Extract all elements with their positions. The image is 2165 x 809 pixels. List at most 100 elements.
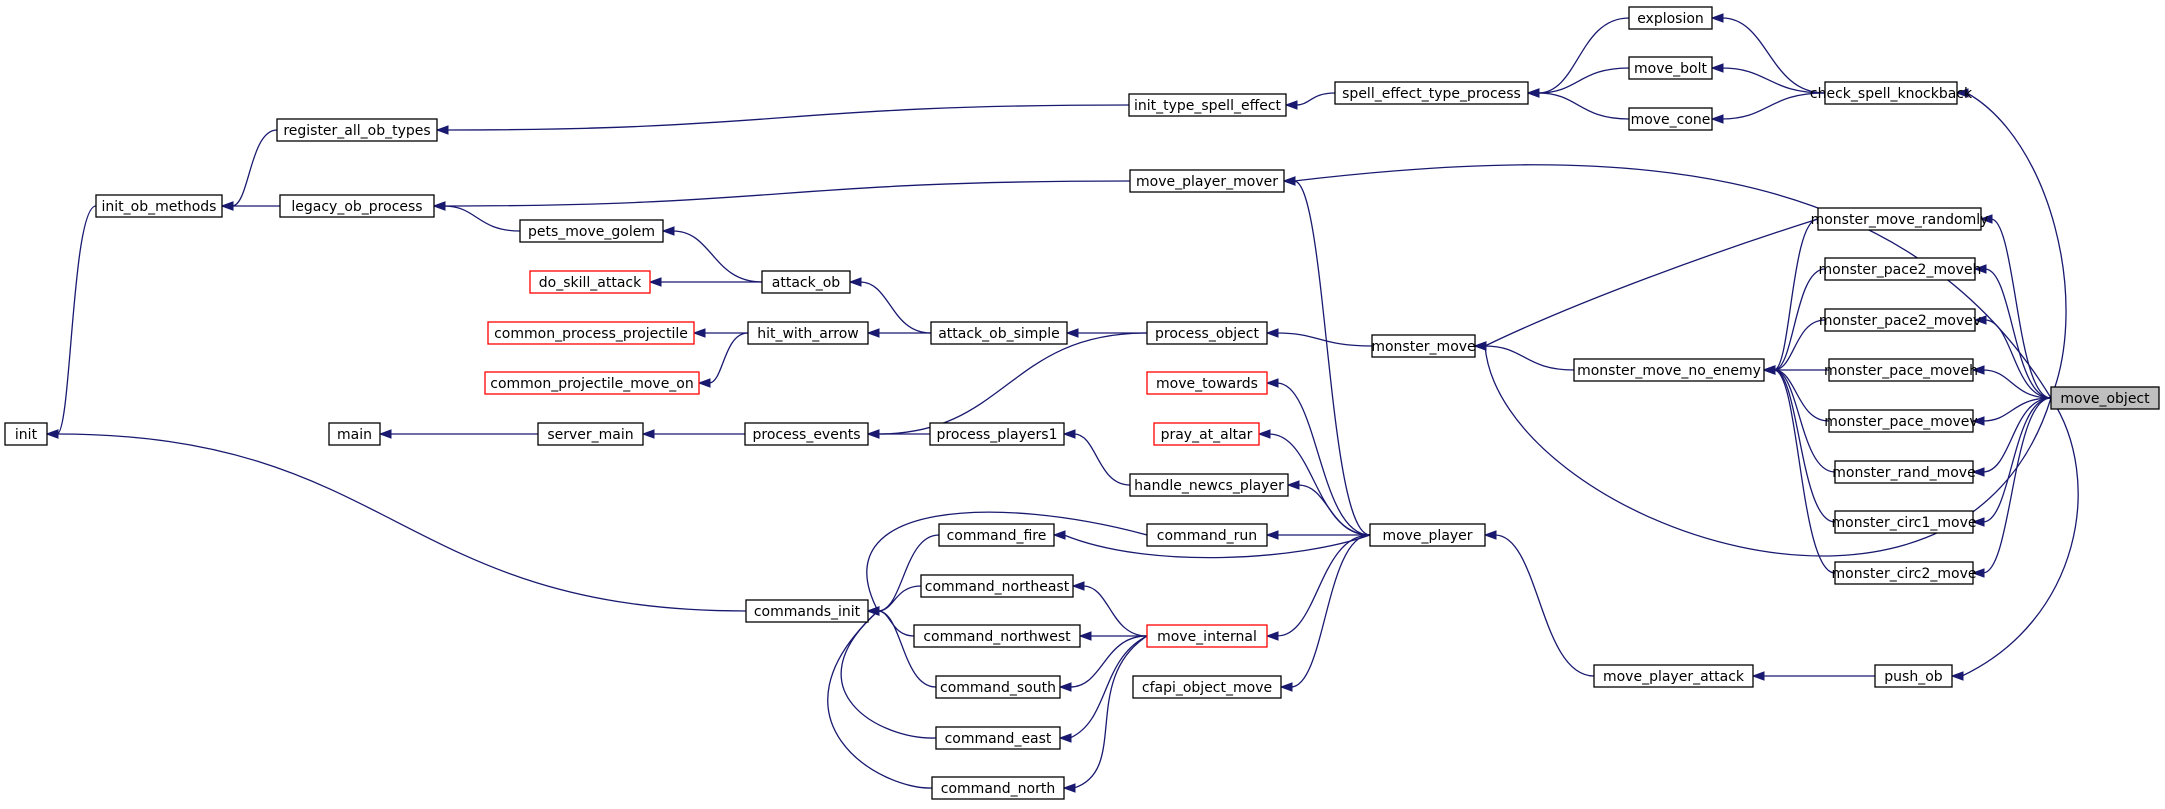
edge-arrowhead xyxy=(1971,365,1985,375)
node-label: init_ob_methods xyxy=(102,199,217,215)
node-server-main[interactable]: server_main xyxy=(537,422,644,446)
node-monster-move-no-enemy[interactable]: monster_move_no_enemy xyxy=(1573,358,1765,382)
node-box xyxy=(1128,93,1287,117)
node-move-object[interactable]: move_object xyxy=(2050,386,2160,410)
edge-line xyxy=(1773,369,1836,574)
edge-line xyxy=(1721,17,1826,94)
edge-arrowhead xyxy=(1265,530,1279,540)
node-commands-init[interactable]: commands_init xyxy=(745,599,869,623)
edge-line xyxy=(1293,164,2052,399)
node-init-ob-methods[interactable]: init_ob_methods xyxy=(95,194,223,218)
node-monster-pace-moveh[interactable]: monster_pace_moveh xyxy=(1824,358,1978,382)
node-main[interactable]: main xyxy=(328,422,381,446)
node-monster-circ2-move[interactable]: monster_circ2_move xyxy=(1832,561,1977,585)
node-label: move_internal xyxy=(1157,629,1257,645)
edge-move-cone-to-check-spell-knockback xyxy=(1710,92,1826,124)
edge-move-towards-to-move-player xyxy=(1265,378,1371,536)
edge-line xyxy=(1773,268,1826,371)
node-command-north[interactable]: command_north xyxy=(931,776,1065,800)
node-pray-at-altar[interactable]: pray_at_altar xyxy=(1153,422,1260,446)
node-command-south[interactable]: command_south xyxy=(935,675,1061,699)
node-monster-pace-movev[interactable]: monster_pace_movev xyxy=(1824,409,1978,433)
node-monster-move-randomly[interactable]: monster_move_randomly xyxy=(1811,207,1989,231)
node-attack-ob-simple[interactable]: attack_ob_simple xyxy=(930,321,1068,345)
node-command-east[interactable]: command_east xyxy=(935,726,1061,750)
edge-pets-move-golem-to-attack-ob xyxy=(661,226,763,283)
edge-line xyxy=(1982,397,2052,473)
node-command-northeast[interactable]: command_northeast xyxy=(920,574,1074,598)
node-do-skill-attack[interactable]: do_skill_attack xyxy=(529,270,651,294)
node-box xyxy=(1146,624,1268,648)
node-monster-pace2-moveh[interactable]: monster_pace2_moveh xyxy=(1819,257,1982,281)
node-check-spell-knockback[interactable]: check_spell_knockback xyxy=(1810,81,1973,105)
edge-server-main-to-process-events xyxy=(641,429,745,439)
node-label: attack_ob_simple xyxy=(938,326,1060,342)
node-box xyxy=(279,194,435,218)
node-monster-rand-move[interactable]: monster_rand_move xyxy=(1832,460,1976,484)
node-process-players1[interactable]: process_players1 xyxy=(929,422,1065,446)
node-legacy-ob-process[interactable]: legacy_ob_process xyxy=(279,194,435,218)
node-move-player[interactable]: move_player xyxy=(1369,523,1486,547)
edge-arrowhead xyxy=(1971,568,1985,578)
edge-arrowhead xyxy=(1971,416,1985,426)
node-box xyxy=(484,371,700,395)
edge-arrowhead xyxy=(432,201,446,211)
edge-main-to-server-main xyxy=(378,429,538,439)
edge-arrowhead xyxy=(1751,671,1765,681)
edge-move-player-mover-to-move-player xyxy=(1282,176,1371,536)
edge-arrowhead xyxy=(1710,63,1724,73)
node-common-projectile-move-on[interactable]: common_projectile_move_on xyxy=(484,371,700,395)
call-edges xyxy=(45,13,2079,793)
node-command-run[interactable]: command_run xyxy=(1146,523,1268,547)
edge-explosion-to-check-spell-knockback xyxy=(1710,13,1826,94)
node-cfapi-object-move[interactable]: cfapi_object_move xyxy=(1132,675,1282,699)
node-register-all-ob-types[interactable]: register_all_ob_types xyxy=(276,118,438,142)
edge-arrowhead xyxy=(648,277,662,287)
node-init-type-spell-effect[interactable]: init_type_spell_effect xyxy=(1128,93,1287,117)
node-label: check_spell_knockback xyxy=(1810,86,1973,102)
node-hit-with-arrow[interactable]: hit_with_arrow xyxy=(747,321,869,345)
node-label: legacy_ob_process xyxy=(291,199,422,215)
node-handle-newcs-player[interactable]: handle_newcs_player xyxy=(1129,473,1289,497)
node-command-northwest[interactable]: command_northwest xyxy=(913,624,1081,648)
node-process-object[interactable]: process_object xyxy=(1146,321,1268,345)
node-move-bolt[interactable]: move_bolt xyxy=(1628,56,1713,80)
node-monster-circ1-move[interactable]: monster_circ1_move xyxy=(1832,510,1977,534)
edge-line xyxy=(1721,92,1826,120)
node-move-player-attack[interactable]: move_player_attack xyxy=(1593,664,1754,688)
node-pets-move-golem[interactable]: pets_move_golem xyxy=(519,219,664,243)
node-box xyxy=(537,422,644,446)
edge-spell-effect-type-process-to-move-cone xyxy=(1526,88,1630,120)
node-move-cone[interactable]: move_cone xyxy=(1628,107,1713,131)
node-process-events[interactable]: process_events xyxy=(744,422,869,446)
edge-line xyxy=(1063,534,1371,559)
edge-line xyxy=(827,610,933,789)
edge-arrowhead xyxy=(1286,480,1300,490)
edge-line xyxy=(1069,635,1148,739)
node-box xyxy=(1828,409,1974,433)
node-monster-pace2-movev[interactable]: monster_pace2_movev xyxy=(1819,308,1981,332)
node-move-player-mover[interactable]: move_player_mover xyxy=(1129,169,1285,193)
edge-line xyxy=(1982,397,2052,523)
node-attack-ob[interactable]: attack_ob xyxy=(761,270,851,294)
node-box xyxy=(1153,422,1260,446)
node-command-fire[interactable]: command_fire xyxy=(938,523,1055,547)
edge-line xyxy=(1537,67,1630,94)
edge-monster-move-randomly-to-move-object xyxy=(1979,214,2052,399)
edge-line xyxy=(1297,484,1371,536)
node-move-internal[interactable]: move_internal xyxy=(1146,624,1268,648)
edge-init-ob-methods-to-legacy-ob-process xyxy=(220,201,280,211)
edge-line xyxy=(1276,332,1373,347)
node-spell-effect-type-process[interactable]: spell_effect_type_process xyxy=(1334,81,1529,105)
node-label: monster_pace2_moveh xyxy=(1819,262,1982,278)
edge-monster-pace2-movev-to-move-object xyxy=(1973,315,2052,399)
node-common-process-projectile[interactable]: common_process_projectile xyxy=(487,321,695,345)
node-label: init xyxy=(15,427,38,443)
edge-line xyxy=(1984,319,2052,399)
node-explosion[interactable]: explosion xyxy=(1628,6,1713,30)
node-push-ob[interactable]: push_ob xyxy=(1874,664,1953,688)
node-monster-move[interactable]: monster_move xyxy=(1371,334,1476,358)
node-box xyxy=(1132,675,1282,699)
node-move-towards[interactable]: move_towards xyxy=(1146,371,1268,395)
node-init[interactable]: init xyxy=(4,422,48,446)
